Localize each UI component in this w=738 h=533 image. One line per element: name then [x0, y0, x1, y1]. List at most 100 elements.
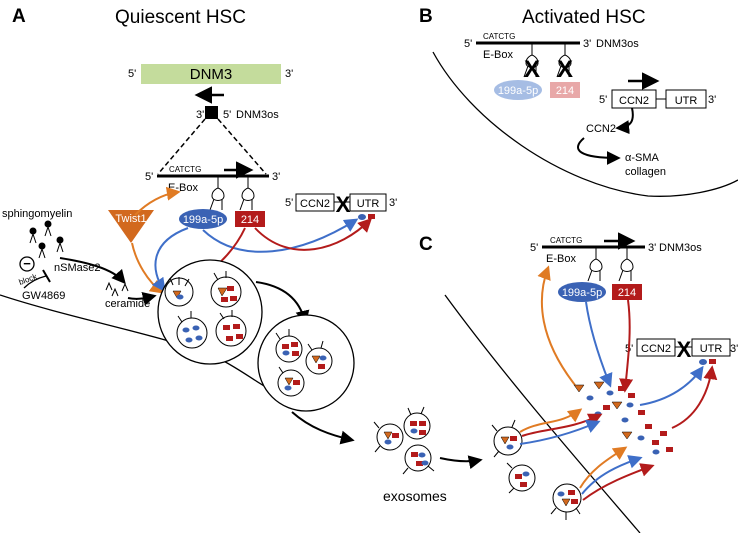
red-to-utr-arrow-c: [671, 365, 718, 429]
delivery-blue-arrow-1: [519, 420, 601, 445]
mir199-release-arrow-c: [585, 301, 613, 388]
delivery-orange-arrow-1: [519, 408, 583, 433]
block-inhibition-line: [23, 275, 47, 289]
mir-199a-5p-badge-a: [179, 209, 227, 229]
panel-a-letter: A: [12, 6, 26, 27]
utr-c-bound-199: [699, 359, 707, 365]
collagen-label: collagen: [625, 166, 666, 178]
delivery-blue-arrow-2: [581, 455, 643, 495]
locus-a-3prime: 3': [272, 171, 280, 183]
panel-b-letter: B: [419, 6, 433, 27]
locus-c-5prime: 5': [530, 242, 538, 254]
alpha-sma-label: α-SMA: [625, 152, 660, 164]
free-cargo-cluster: [573, 381, 673, 455]
utr-a-3prime: 3': [389, 197, 397, 209]
mir-199a-5p-label-a: 199a-5p: [183, 214, 223, 226]
locus-c-ebox: E-Box: [546, 253, 576, 265]
locus-c-3prime: 3': [648, 242, 656, 254]
dnm3os-locus-square: [205, 106, 218, 119]
mvb2-vesicle-1: [275, 329, 303, 363]
locus-a-hairpin-199: [209, 176, 225, 211]
incoming-exosome-2: [506, 462, 536, 494]
mir214-to-ccn2-arrow-a: [254, 218, 372, 251]
locus-b-3prime: 3': [583, 38, 591, 50]
utr-c-bound-214: [709, 359, 716, 364]
blue-to-utr-arrow-c: [639, 365, 704, 406]
ccn2-translation-arrow: [615, 107, 634, 135]
ccn2-a-blocked-x: X: [336, 192, 351, 217]
recipient-cell-membrane-panel-c: [444, 294, 641, 533]
block-minus-sign: −: [23, 256, 31, 271]
panel-c-letter: C: [419, 234, 433, 255]
mvb2-vesicle-3: [277, 366, 305, 397]
ccn2-a-5prime: 5': [285, 197, 293, 209]
multivesicular-body-1: [157, 259, 263, 365]
locus-b-hairpin-199: [523, 43, 539, 78]
block-inhibition-bar: [42, 269, 51, 283]
dnm3-5prime: 5': [128, 68, 136, 80]
activated-cell-membrane-panel-b: [432, 51, 738, 197]
locus-c-hairpin-199: [587, 247, 603, 282]
twist1-to-ebox-arrow: [134, 186, 181, 216]
dnm3-gene-box: [141, 64, 281, 84]
ccn2-to-fibrosis-arrow: [577, 137, 621, 165]
mir-214-label-a: 214: [241, 214, 259, 226]
locus-b-dnm3os-label: DNM3os: [596, 38, 639, 50]
locus-b-5prime: 5': [464, 38, 472, 50]
locus-a-5prime: 5': [145, 171, 153, 183]
nsmase2-label: nSMase2: [54, 262, 100, 274]
mir-214-label-c: 214: [618, 287, 636, 299]
sphingomyelin-to-ceramide-arrow: [59, 257, 126, 285]
mir-214-badge-a: [235, 211, 265, 227]
panel-b-title: Activated HSC: [522, 7, 646, 28]
locus-b-blocked-x-214: X: [557, 56, 573, 83]
mvb1-vesicle-3: [176, 311, 208, 349]
incoming-exosome-1: [491, 419, 523, 458]
mir-199a-5p-label-c: 199a-5p: [562, 287, 602, 299]
locus-b-hairpin-214: [556, 43, 572, 78]
exosomes-to-recipient-arrow: [439, 455, 483, 470]
ccn2-b-5prime: 5': [599, 94, 607, 106]
twist1-label: Twist1: [115, 213, 146, 225]
mvb1-vesicle-2: [210, 271, 242, 308]
utr-c-3prime: 3': [730, 343, 738, 355]
zoom-line-right: [217, 118, 267, 175]
utr-b-box: [665, 89, 707, 109]
ceramide-to-mvb-arrow: [127, 291, 157, 306]
incoming-exosome-3: [550, 483, 582, 520]
dnm3-label: DNM3: [190, 66, 233, 83]
utr-a-bound-199: [358, 214, 366, 220]
utr-c-label: UTR: [700, 343, 723, 355]
utr-a-label: UTR: [357, 198, 380, 210]
dnm3-3prime: 3': [285, 68, 293, 80]
sphingomyelin-label: sphingomyelin: [2, 208, 72, 220]
locus-a-hairpin-214: [239, 176, 255, 211]
ccn2-a-label: CCN2: [300, 198, 330, 210]
panel-a-title: Quiescent HSC: [115, 7, 246, 28]
mvb2-vesicle-2: [305, 340, 333, 375]
block-minus-circle: [19, 256, 35, 272]
mir-214-badge-b-faded: [550, 82, 580, 98]
locus-b-ebox: E-Box: [483, 49, 513, 61]
gw4869-label: GW4869: [22, 290, 65, 302]
dnm3os-small-3prime: 3': [196, 109, 204, 121]
utr-b-label: UTR: [675, 95, 698, 107]
locus-c-dnm3os-label: DNM3os: [659, 242, 702, 254]
delivery-red-arrow-1: [521, 413, 603, 437]
utr-c-box: [691, 338, 731, 357]
twist1-to-exosome-arrow: [131, 242, 165, 294]
locus-b-ebox-seq: CATCTG: [483, 32, 515, 41]
mir-199a-5p-label-b: 199a-5p: [498, 85, 538, 97]
ccn2-c-blocked-x: X: [677, 337, 692, 362]
locus-c-hairpin-214: [618, 247, 634, 282]
mir199-to-ccn2-arrow-a: [202, 218, 359, 253]
mir-214-label-b: 214: [556, 85, 574, 97]
dnm3os-small-5prime: 5': [223, 109, 231, 121]
mir214-release-arrow-c: [619, 299, 634, 393]
mvb1-vesicle-4: [215, 310, 247, 347]
utr-a-box: [349, 193, 387, 212]
released-exosome-2: [403, 406, 431, 440]
mir199-to-mvb-arrow-a: [151, 227, 189, 293]
mvb2-to-exosomes-arrow: [291, 411, 355, 445]
